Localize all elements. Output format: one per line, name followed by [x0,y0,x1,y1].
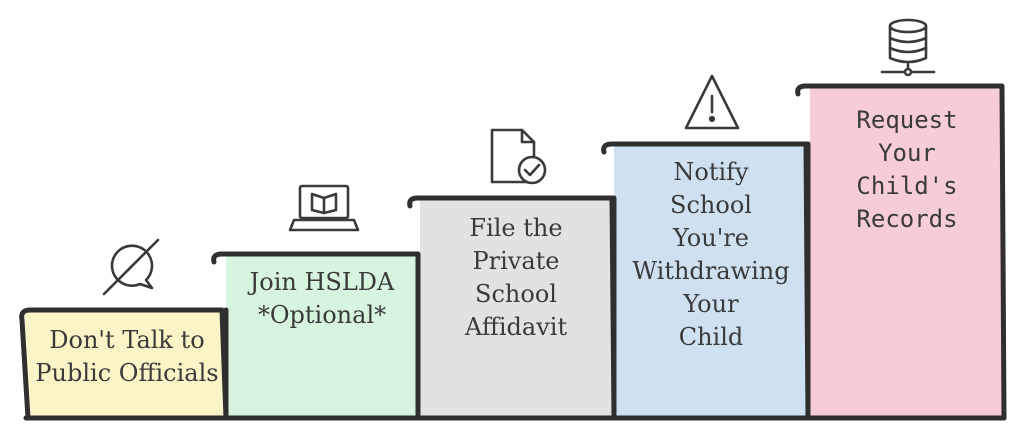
step-1-label: Don't Talk to Public Officials [28,324,226,390]
label-line: Withdrawing [632,257,790,285]
document-check-icon [490,128,547,185]
label-line: Don't Talk to [49,326,205,354]
step-2-label: Join HSLDA *Optional* [226,266,418,332]
no-chat-icon [102,238,160,296]
label-line: Join HSLDA [249,268,395,296]
label-line: Public Officials [35,359,219,387]
step-5-fill [810,88,1004,418]
label-line: Child's [856,172,958,200]
step-4 [601,141,811,421]
label-line: You're [673,224,749,252]
label-line: Private [472,247,560,275]
step-5-outline [795,83,1007,421]
label-line: School [475,280,557,308]
label-line: Affidavit [464,313,568,341]
step-2 [211,251,421,421]
step-1-fill [25,312,228,418]
step-4-fill [614,146,808,418]
warning-icon [684,74,740,130]
step-5 [795,83,1007,421]
label-line: School [670,191,752,219]
label-line: Your [683,290,739,318]
label-line: Notify [673,158,749,186]
step-4-label: Notify School You're Withdrawing Your Ch… [612,156,810,354]
step-3 [407,195,617,421]
step-1 [19,307,229,421]
database-icon [880,18,936,77]
label-line: Request [856,106,958,134]
label-line: File the [469,214,563,242]
label-line: Your [878,139,936,167]
label-line: *Optional* [257,301,387,329]
label-line: Records [856,205,958,233]
step-3-label: File the Private School Affidavit [418,212,614,344]
step-3-fill [420,200,612,418]
laptop-book-icon [288,184,360,232]
label-line: Child [678,323,744,351]
step-5-label: Request Your Child's Records [808,104,1006,236]
step-2-fill [226,256,416,418]
